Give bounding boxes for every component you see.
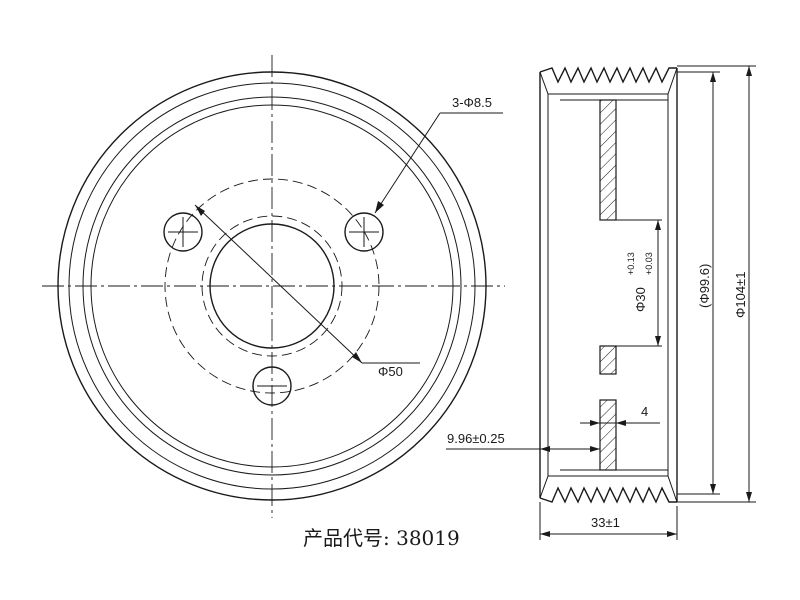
hub-hidden-circle	[201, 215, 343, 357]
bottom-groove-profile	[539, 486, 677, 504]
bore-tol-lower: +0.03	[644, 252, 654, 275]
outer-rim-circle	[57, 71, 487, 501]
arrowhead	[746, 66, 752, 76]
web-section-lower	[599, 399, 617, 471]
offset-label: 9.96±0.25	[447, 431, 505, 446]
rim-right-inner	[667, 67, 678, 503]
bore-tol-upper: +0.13	[626, 252, 636, 275]
outer-diameter-label: Φ104±1	[733, 272, 748, 318]
arrowhead	[352, 352, 362, 363]
rim-inner-circle-3	[90, 104, 454, 468]
mounting-hole-upper-left	[163, 212, 203, 252]
arrowhead	[616, 420, 626, 426]
width-label: 33±1	[591, 515, 620, 530]
holes-label: 3-Φ8.5	[452, 95, 492, 110]
rim-inner-circle-2	[82, 96, 462, 476]
arrowhead	[590, 446, 600, 452]
front-view: Φ50 3-Φ8.5 产品代号: 38019	[42, 55, 505, 550]
arrowhead	[710, 484, 716, 494]
web-section-middle	[599, 345, 617, 375]
arrowhead	[375, 201, 384, 213]
arrowhead	[195, 205, 205, 216]
phi50-dimension-line	[194, 204, 363, 364]
arrowhead	[667, 531, 677, 537]
web-section-upper	[599, 99, 617, 221]
rim-inner-circle-1	[68, 82, 476, 490]
bolt-circle-label: Φ50	[378, 364, 403, 379]
mounting-hole-bottom	[252, 366, 292, 406]
arrowhead	[590, 420, 600, 426]
arrowhead	[746, 492, 752, 502]
holes-leader-line	[374, 112, 441, 214]
arrowhead	[710, 72, 716, 82]
arrowhead	[655, 220, 661, 230]
web-thickness-label: 4	[641, 404, 648, 419]
bore-label: Φ30	[633, 287, 648, 312]
arrowhead	[540, 531, 550, 537]
bolt-circle	[164, 178, 380, 394]
mounting-hole-upper-right	[344, 212, 384, 252]
product-code: 产品代号: 38019	[303, 526, 460, 550]
rim-left-inner	[539, 71, 549, 499]
top-groove-profile	[539, 66, 677, 84]
groove-diameter-label: (Φ99.6)	[697, 264, 712, 308]
section-view: Φ30 +0.13 +0.03 (Φ99.6) Φ104±1 4 9.96±0.…	[446, 65, 756, 540]
arrowhead	[655, 336, 661, 346]
arrowhead	[540, 446, 550, 452]
center-bore-circle	[209, 223, 335, 349]
